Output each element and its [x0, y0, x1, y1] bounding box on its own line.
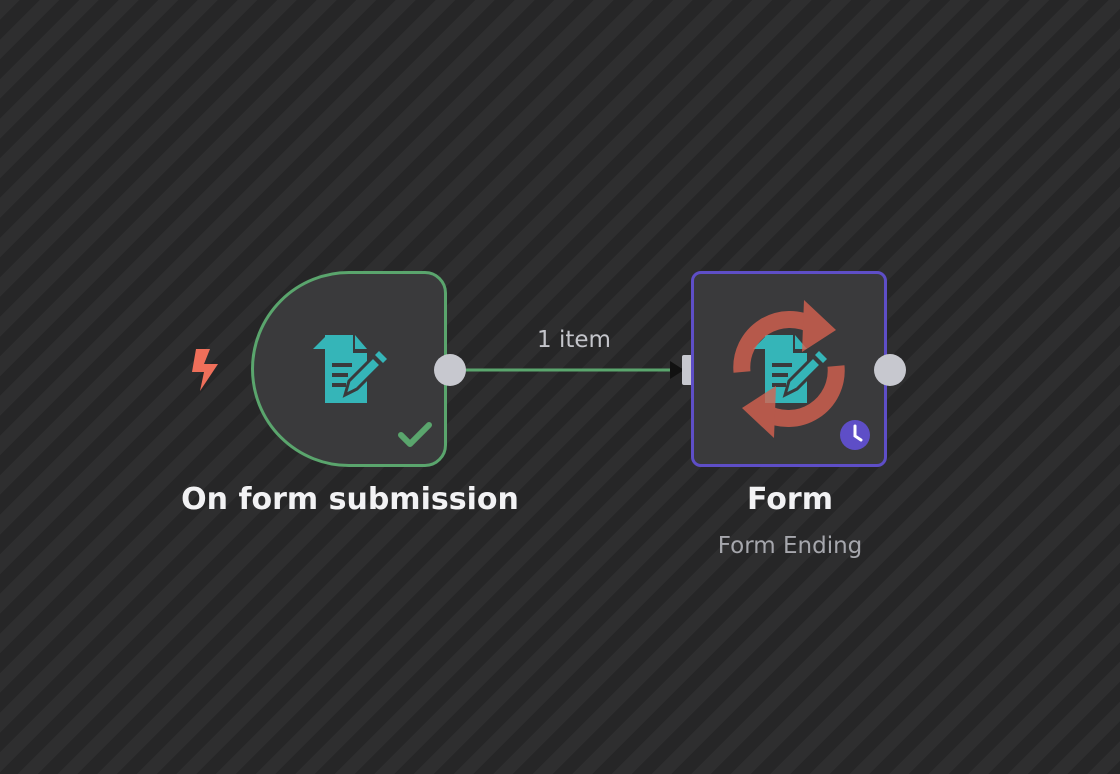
- connection-arrow-icon: [670, 361, 684, 379]
- refresh-icon: [733, 300, 845, 438]
- connection-label: 1 item: [537, 327, 611, 353]
- trigger-output-handle[interactable]: [434, 354, 466, 386]
- form-document-icon: [753, 335, 827, 403]
- action-node-form[interactable]: [691, 271, 887, 467]
- form-node-subtitle: Form Ending: [717, 533, 863, 559]
- checkmark-icon: [398, 422, 432, 447]
- form-document-icon: [313, 335, 387, 403]
- form-node-title: Form: [747, 482, 833, 517]
- lightning-bolt-icon: [192, 349, 218, 391]
- trigger-node-on-form-submission[interactable]: [251, 271, 447, 467]
- form-output-handle[interactable]: [874, 354, 906, 386]
- clock-icon: [840, 420, 870, 450]
- trigger-node-title: On form submission: [181, 482, 519, 517]
